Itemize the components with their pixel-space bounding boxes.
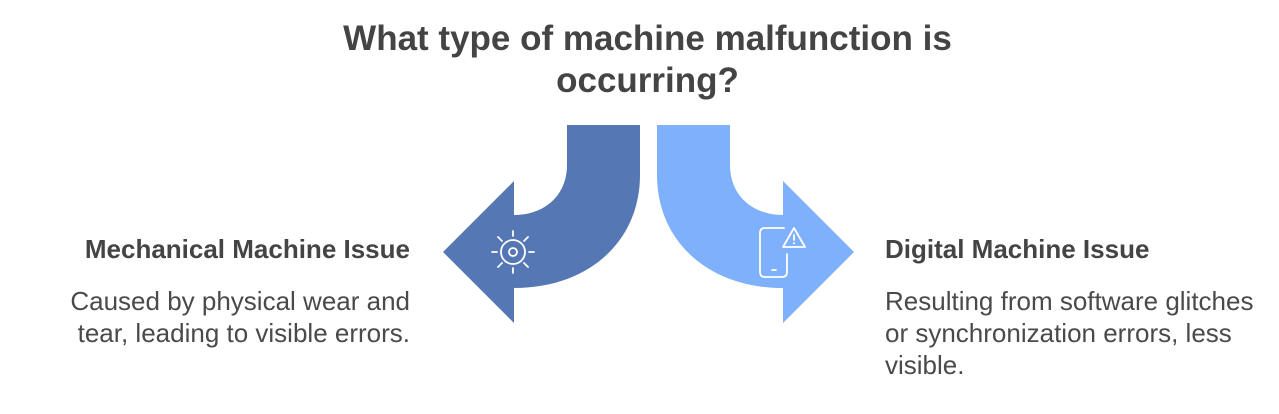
digital-issue-heading: Digital Machine Issue <box>885 234 1150 264</box>
left-arrow <box>443 125 640 323</box>
digital-issue-block: Digital Machine Issue Resulting from sof… <box>885 233 1255 381</box>
mechanical-issue-description: Caused by physical wear and tear, leadin… <box>70 286 410 348</box>
diagram-title: What type of machine malfunction is occu… <box>343 19 952 100</box>
digital-issue-description: Resulting from software glitches or sync… <box>885 286 1254 380</box>
right-arrow <box>657 125 854 323</box>
gear-icon <box>491 230 535 274</box>
tablet-warning-icon <box>759 227 806 278</box>
mechanical-issue-heading: Mechanical Machine Issue <box>84 234 410 264</box>
mechanical-issue-block: Mechanical Machine Issue Caused by physi… <box>20 233 410 349</box>
